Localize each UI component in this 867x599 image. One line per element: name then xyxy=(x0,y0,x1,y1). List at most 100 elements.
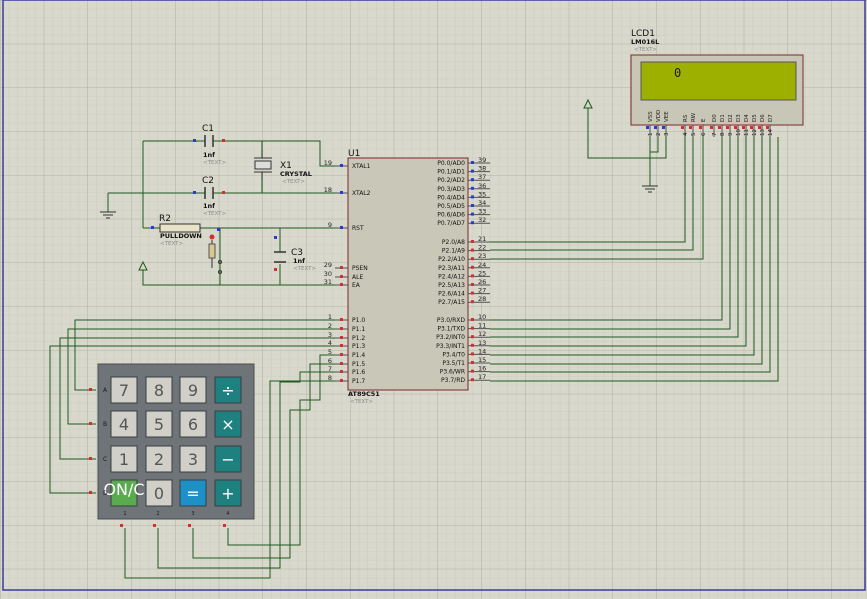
mcu-pin-dot xyxy=(340,353,343,356)
mcu-pin-number: 16 xyxy=(478,365,486,373)
mcu-pin-dot xyxy=(471,248,474,252)
mcu-pin-dot xyxy=(471,326,474,330)
mcu-pin-dot xyxy=(471,352,474,356)
keypad-key[interactable]: + xyxy=(214,479,242,507)
mcu-pin-label: P2.1/A9 xyxy=(442,248,465,255)
mcu-pin-number: 6 xyxy=(328,357,332,365)
keypad-col-pin xyxy=(120,524,123,527)
mcu-pin-number: 35 xyxy=(478,190,486,198)
power-arrow-lcd[interactable] xyxy=(583,98,593,109)
lcd-display-text: 0 xyxy=(674,66,681,80)
mcu-pin-number: 2 xyxy=(328,322,332,330)
mcu-pin-number: 26 xyxy=(478,278,486,286)
capacitor-c1[interactable]: C1 1nf <TEXT> xyxy=(193,124,226,166)
keypad-key[interactable]: × xyxy=(214,410,242,438)
keypad-row-pin xyxy=(89,491,92,494)
keypad-key[interactable]: 6 xyxy=(179,410,207,438)
mcu-pin-number: 22 xyxy=(478,244,486,252)
crystal-x1[interactable]: X1 CRYSTAL <TEXT> xyxy=(254,150,312,185)
c2-value: 1nf xyxy=(203,202,215,210)
mcu-pin-label: P1.7 xyxy=(352,378,365,385)
mcu-pin-label: P0.3/AD3 xyxy=(437,186,465,193)
mcu-pin-label: P0.5/AD5 xyxy=(437,203,465,210)
c3-ref: C3 xyxy=(291,248,303,258)
lcd-lm016l[interactable]: LCD1 LM016L <TEXT> 0 VSS1VDD2VEE3RS4RW5E… xyxy=(630,29,804,137)
lcd-part: LM016L xyxy=(631,38,659,46)
mcu-pin-dot xyxy=(340,283,343,286)
mcu-pin-label: XTAL1 xyxy=(352,163,371,170)
ground-symbol-left[interactable] xyxy=(100,211,116,219)
keypad-key[interactable]: 3 xyxy=(179,445,207,473)
keypad-key[interactable]: 2 xyxy=(145,445,173,473)
lcd-pin-number: 8 xyxy=(720,132,726,136)
keypad-key[interactable]: 5 xyxy=(145,410,173,438)
mcu-pin-dot xyxy=(340,370,343,373)
mcu-pin-dot xyxy=(340,164,343,167)
mcu-pin-label: P1.5 xyxy=(352,361,365,368)
mcu-pin-label: P2.5/A13 xyxy=(438,282,465,289)
reset-button[interactable] xyxy=(208,228,222,274)
mcu-pin-dot xyxy=(471,265,474,269)
keypad-row-pin xyxy=(89,388,92,391)
keypad-key-label: 8 xyxy=(154,381,164,400)
mcu-pin-label: P0.2/AD2 xyxy=(437,177,465,184)
mcu-pin-label: P2.3/A11 xyxy=(438,265,465,272)
ground-symbol-lcd[interactable] xyxy=(642,185,658,193)
mcu-pin-dot xyxy=(340,318,343,321)
keypad-key[interactable]: = xyxy=(179,479,207,507)
mcu-pin-label: P0.6/AD6 xyxy=(437,212,465,219)
keypad-key[interactable]: 4 xyxy=(110,410,138,438)
mcu-pin-dot xyxy=(471,257,474,261)
resistor-r2[interactable]: R2 PULLDOWN <TEXT> xyxy=(151,214,202,247)
mcu-pin-dot xyxy=(471,186,474,190)
keypad-row-label: B xyxy=(103,421,107,428)
capacitor-c2[interactable]: C2 1nf <TEXT> xyxy=(193,176,226,217)
mcu-pin-number: 4 xyxy=(328,339,332,347)
keypad-key-label: − xyxy=(221,450,234,469)
lcd-pin-label: E xyxy=(701,118,707,122)
mcu-pin-number: 34 xyxy=(478,199,486,207)
mcu-pin-label: P1.4 xyxy=(352,352,365,359)
mcu-pin-label: EA xyxy=(352,282,361,289)
lcd-pin-dot xyxy=(758,126,761,129)
keypad-key[interactable]: ON/C xyxy=(103,479,145,507)
keypad-row-label: C xyxy=(103,456,107,463)
c1-text: <TEXT> xyxy=(203,160,226,166)
keypad-key-label: 2 xyxy=(154,450,164,469)
keypad-col-pin xyxy=(153,524,156,527)
mcu-pin-dot xyxy=(340,226,343,229)
mcu-right-pins: 39P0.0/AD038P0.1/AD137P0.2/AD236P0.3/AD3… xyxy=(436,156,490,384)
lcd-pin-label: D1 xyxy=(720,114,726,122)
keypad-key[interactable]: − xyxy=(214,445,242,473)
keypad-key[interactable]: 7 xyxy=(110,376,138,404)
keypad-col-pin xyxy=(223,524,226,527)
lcd-pin-number: 12 xyxy=(752,129,758,136)
mcu-ref: U1 xyxy=(348,149,360,159)
capacitor-c3[interactable]: C3 1nf <TEXT> xyxy=(274,236,316,272)
keypad-key[interactable]: 1 xyxy=(110,445,138,473)
mcu-pin-number: 38 xyxy=(478,165,486,173)
keypad-key[interactable]: 9 xyxy=(179,376,207,404)
mcu-pin-number: 25 xyxy=(478,269,486,277)
mcu-pin-label: P3.2/INT0 xyxy=(436,334,465,341)
keypad-key[interactable]: 8 xyxy=(145,376,173,404)
mcu-pin-label: P3.6/WR xyxy=(440,369,465,376)
mcu-pin-label: P2.7/A15 xyxy=(438,299,465,306)
keypad-key[interactable]: 0 xyxy=(145,479,173,507)
mcu-pin-dot xyxy=(471,291,474,295)
c1-ref: C1 xyxy=(202,124,214,134)
lcd-pin-label: VEE xyxy=(664,111,670,122)
lcd-pin-dot xyxy=(742,126,745,129)
mcu-pin-number: 24 xyxy=(478,261,486,269)
power-arrow-left[interactable] xyxy=(138,260,148,271)
mcu-body[interactable] xyxy=(347,157,469,391)
keypad-key[interactable]: ÷ xyxy=(214,376,242,404)
mcu-pin-dot xyxy=(471,343,474,347)
keypad-key-label: 9 xyxy=(188,381,198,400)
